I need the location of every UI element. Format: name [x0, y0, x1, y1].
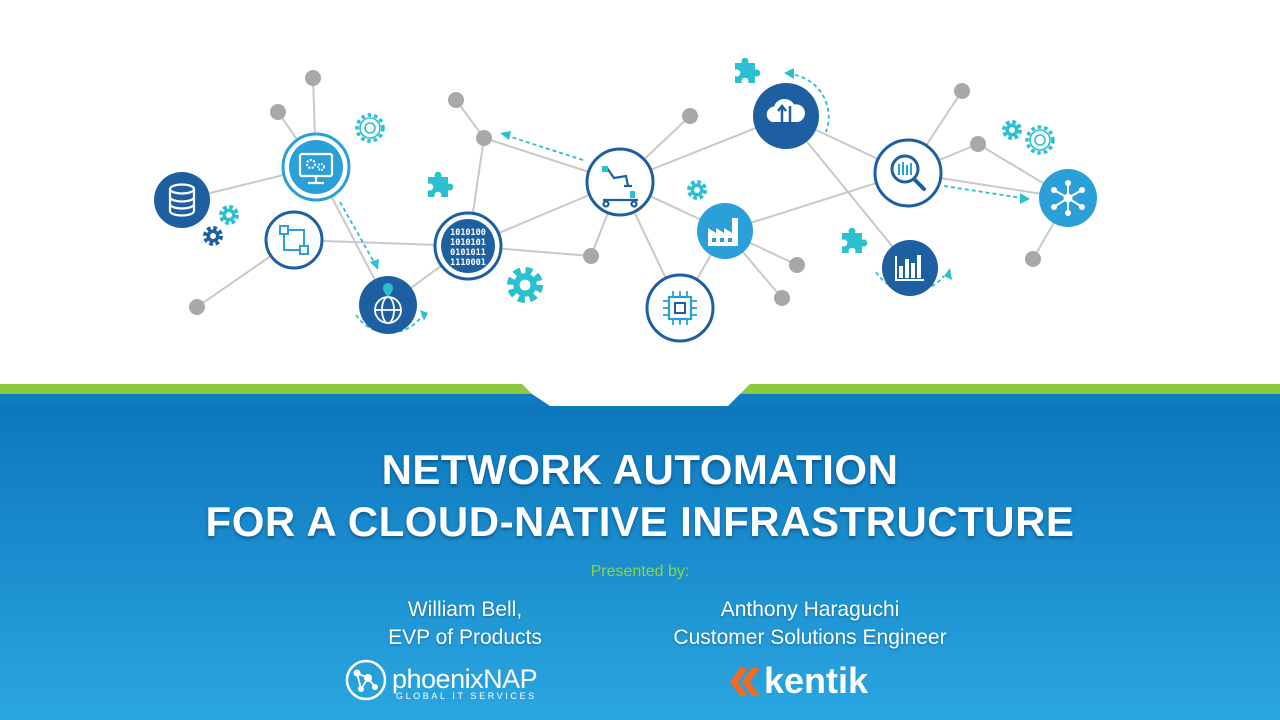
robotic-arm-icon: [585, 147, 655, 217]
network-hub-icon: [1039, 169, 1097, 227]
svg-text:1110001: 1110001: [450, 258, 486, 268]
cloud-sync-icon: [753, 83, 819, 149]
green-stripe-left: [0, 384, 532, 394]
gray-nodes: [189, 70, 1041, 315]
puzzle-icon: [842, 227, 868, 253]
arrow-heads: [370, 68, 1030, 321]
green-stripe-right: [740, 384, 1280, 394]
bar-chart-icon: [882, 240, 938, 296]
presenter-1-name: William Bell,: [407, 598, 523, 621]
puzzle-icon: [428, 171, 454, 197]
gear-icon: [222, 208, 236, 222]
presenter-1: William Bell, EVP of Products: [340, 596, 590, 652]
svg-text:1010100: 1010100: [450, 228, 486, 238]
title-line-2: FOR A CLOUD-NATIVE INFRASTRUCTURE: [205, 498, 1075, 545]
svg-text:0101011: 0101011: [450, 248, 486, 258]
svg-text:1010101: 1010101: [450, 238, 486, 248]
phoenixnap-tagline: GLOBAL IT SERVICES: [396, 691, 537, 701]
presenter-2: Anthony Haraguchi Customer Solutions Eng…: [600, 596, 1020, 652]
gear-icon: [512, 272, 537, 297]
gear-icon: [1005, 123, 1019, 137]
flowchart-icon: [264, 210, 324, 270]
gear-icon: [206, 229, 220, 243]
binary-icon: 1010100 1010101 0101011 1110001: [433, 211, 503, 281]
phoenixnap-wordmark: phoenixNAP: [392, 664, 538, 694]
kentik-logo: kentik: [722, 660, 902, 706]
phoenixnap-logo: phoenixNAP GLOBAL IT SERVICES: [344, 658, 584, 704]
location-globe-icon: [359, 276, 417, 334]
monitor-gears-icon: [281, 132, 351, 202]
gear-icon: [1025, 125, 1055, 155]
database-icon: [154, 172, 210, 228]
presenter-1-role: EVP of Products: [388, 626, 542, 649]
chip-icon: [645, 273, 715, 343]
network-illustration: 1010100 1010101 0101011 1110001: [154, 57, 1097, 343]
factory-icon: [697, 203, 753, 259]
title-line-1: NETWORK AUTOMATION: [381, 446, 899, 493]
kentik-wordmark: kentik: [764, 660, 869, 701]
gear-icon: [690, 183, 704, 197]
gear-icon: [355, 113, 385, 143]
presenter-2-name: Anthony Haraguchi: [720, 598, 900, 621]
puzzle-icon: [735, 57, 761, 83]
phoenixnap-logo-mark-icon: [345, 659, 387, 701]
presented-by-label: Presented by:: [590, 563, 690, 580]
title-banner: [0, 384, 1280, 720]
data-search-icon: [873, 138, 943, 208]
kentik-chevron-icon: [730, 668, 760, 696]
presenter-2-role: Customer Solutions Engineer: [673, 626, 947, 649]
